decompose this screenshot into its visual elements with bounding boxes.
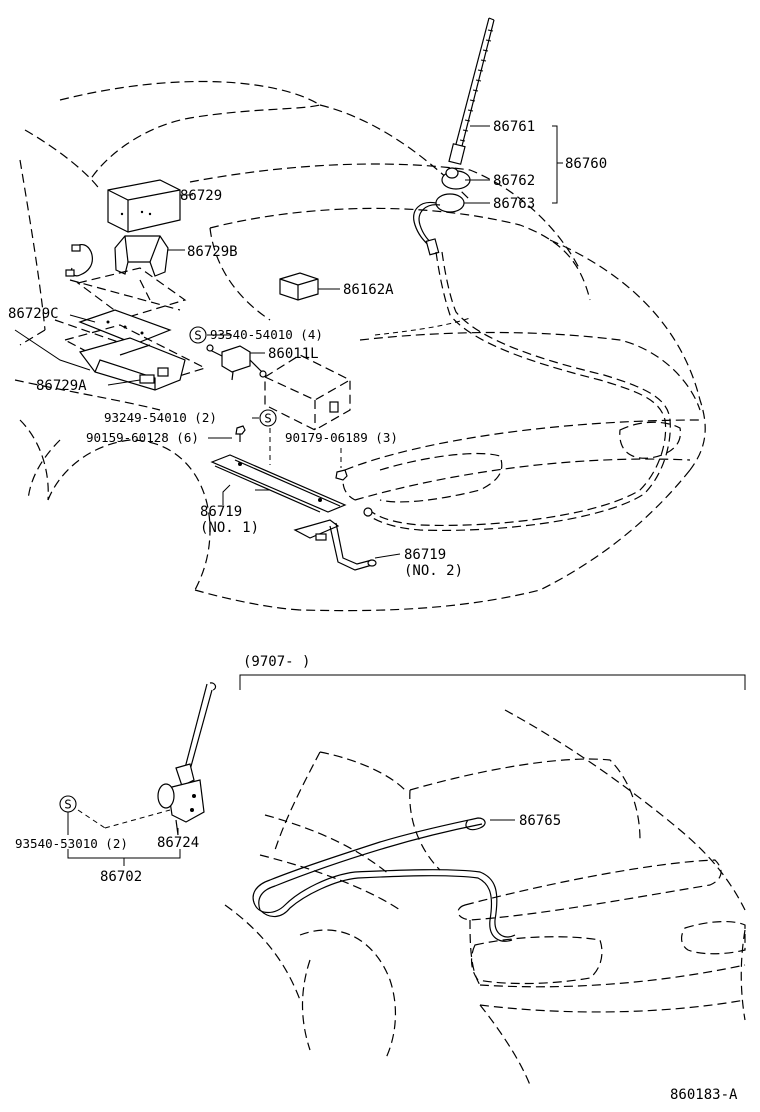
svg-text:S: S bbox=[194, 328, 202, 343]
leader-lines-lower bbox=[67, 809, 515, 866]
antenna-cable bbox=[371, 251, 667, 526]
label-86761: 86761 bbox=[493, 119, 535, 135]
label-86719-no2: 86719 bbox=[404, 547, 446, 563]
label-86729C: 86729C bbox=[8, 306, 59, 322]
wire-harness bbox=[65, 243, 93, 277]
rear-antenna-cord bbox=[252, 817, 516, 942]
label-86763: 86763 bbox=[493, 196, 535, 212]
antenna-cable-base bbox=[413, 193, 465, 256]
label-86719-no2-sub: (NO. 2) bbox=[404, 563, 463, 579]
label-86762: 86762 bbox=[493, 173, 535, 189]
label-86724: 86724 bbox=[157, 835, 199, 851]
stay-no2 bbox=[293, 519, 377, 571]
label-86719-no1: 86719 bbox=[200, 504, 242, 520]
svg-text:(9707- ): (9707- ) bbox=[243, 654, 310, 670]
label-86765: 86765 bbox=[519, 813, 561, 829]
stay-no1 bbox=[210, 454, 347, 513]
antenna-base bbox=[441, 167, 471, 190]
rear-plug bbox=[157, 682, 217, 836]
bracket-base bbox=[63, 324, 207, 391]
label-90179-06189: 90179-06189 (3) bbox=[285, 430, 398, 445]
label-93249-54010: 93249-54010 (2) bbox=[104, 410, 217, 425]
small-box bbox=[279, 272, 319, 301]
svg-text:S: S bbox=[64, 797, 72, 812]
s-symbol-2: S bbox=[259, 409, 277, 427]
receiver-box bbox=[264, 354, 351, 431]
label-86011L: 86011L bbox=[268, 346, 319, 362]
nut bbox=[335, 469, 348, 481]
label-90159-60128: 90159-60128 (6) bbox=[86, 430, 199, 445]
label-86729: 86729 bbox=[180, 188, 222, 204]
diagram-id: 860183-A bbox=[670, 1087, 738, 1103]
label-93540-54010: 93540-54010 (4) bbox=[210, 327, 323, 342]
antenna-rod bbox=[448, 17, 495, 165]
label-86162A: 86162A bbox=[343, 282, 394, 298]
s-symbol-3: S bbox=[59, 795, 77, 813]
car-body-lower bbox=[224, 709, 746, 1086]
label-86719-no1-sub: (NO. 1) bbox=[200, 520, 259, 536]
svg-text:S: S bbox=[264, 411, 272, 426]
label-93540-53010: 93540-53010 (2) bbox=[15, 836, 128, 851]
label-86729B: 86729B bbox=[187, 244, 238, 260]
s-symbol-1: S bbox=[189, 326, 207, 344]
leader-lines-upper bbox=[14, 125, 563, 559]
amplifier bbox=[206, 344, 267, 381]
label-86729A: 86729A bbox=[36, 378, 87, 394]
label-86760: 86760 bbox=[565, 156, 607, 172]
label-86702: 86702 bbox=[100, 869, 142, 885]
cable-connector bbox=[363, 507, 373, 517]
car-body-upper bbox=[14, 80, 706, 612]
module-top bbox=[107, 179, 181, 233]
variant-bracket: (9707- ) bbox=[239, 654, 746, 690]
module-bracket bbox=[114, 235, 169, 277]
screw bbox=[235, 425, 246, 442]
mounting-plate bbox=[76, 267, 187, 319]
